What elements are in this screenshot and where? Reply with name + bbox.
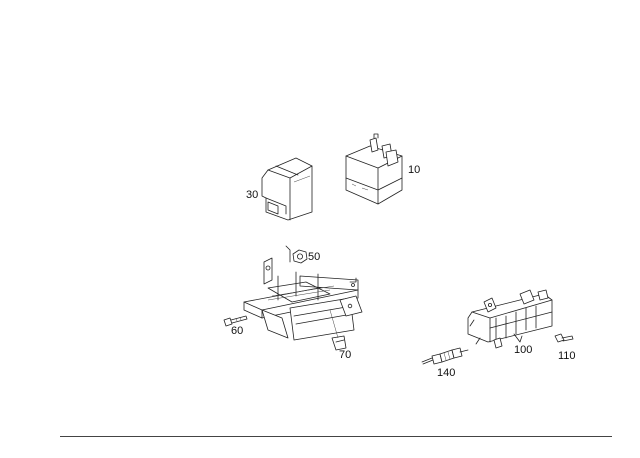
callout-label-cover-cap: 30 xyxy=(246,189,259,201)
control-unit-drawing xyxy=(467,289,553,349)
relay-box-drawing xyxy=(345,133,403,205)
callout-label-control-unit: 100 xyxy=(514,344,533,356)
footer-rule xyxy=(60,436,612,437)
sensor-pin-drawing xyxy=(421,347,469,365)
callout-label-nut: 50 xyxy=(308,251,321,263)
callout-label-sensor-pin: 140 xyxy=(437,367,456,379)
callout-label-bolt-left: 60 xyxy=(231,325,244,337)
callout-label-relay-box: 10 xyxy=(408,164,421,176)
mounting-bracket-drawing xyxy=(243,245,363,341)
bolt-right-drawing xyxy=(554,333,574,343)
callout-label-bolt-right: 110 xyxy=(558,350,576,362)
bolt-left-drawing xyxy=(223,315,248,327)
cover-cap-drawing xyxy=(261,157,313,221)
callout-label-clip: 70 xyxy=(339,349,352,361)
clip-drawing xyxy=(329,309,347,351)
nut-drawing xyxy=(292,249,308,264)
